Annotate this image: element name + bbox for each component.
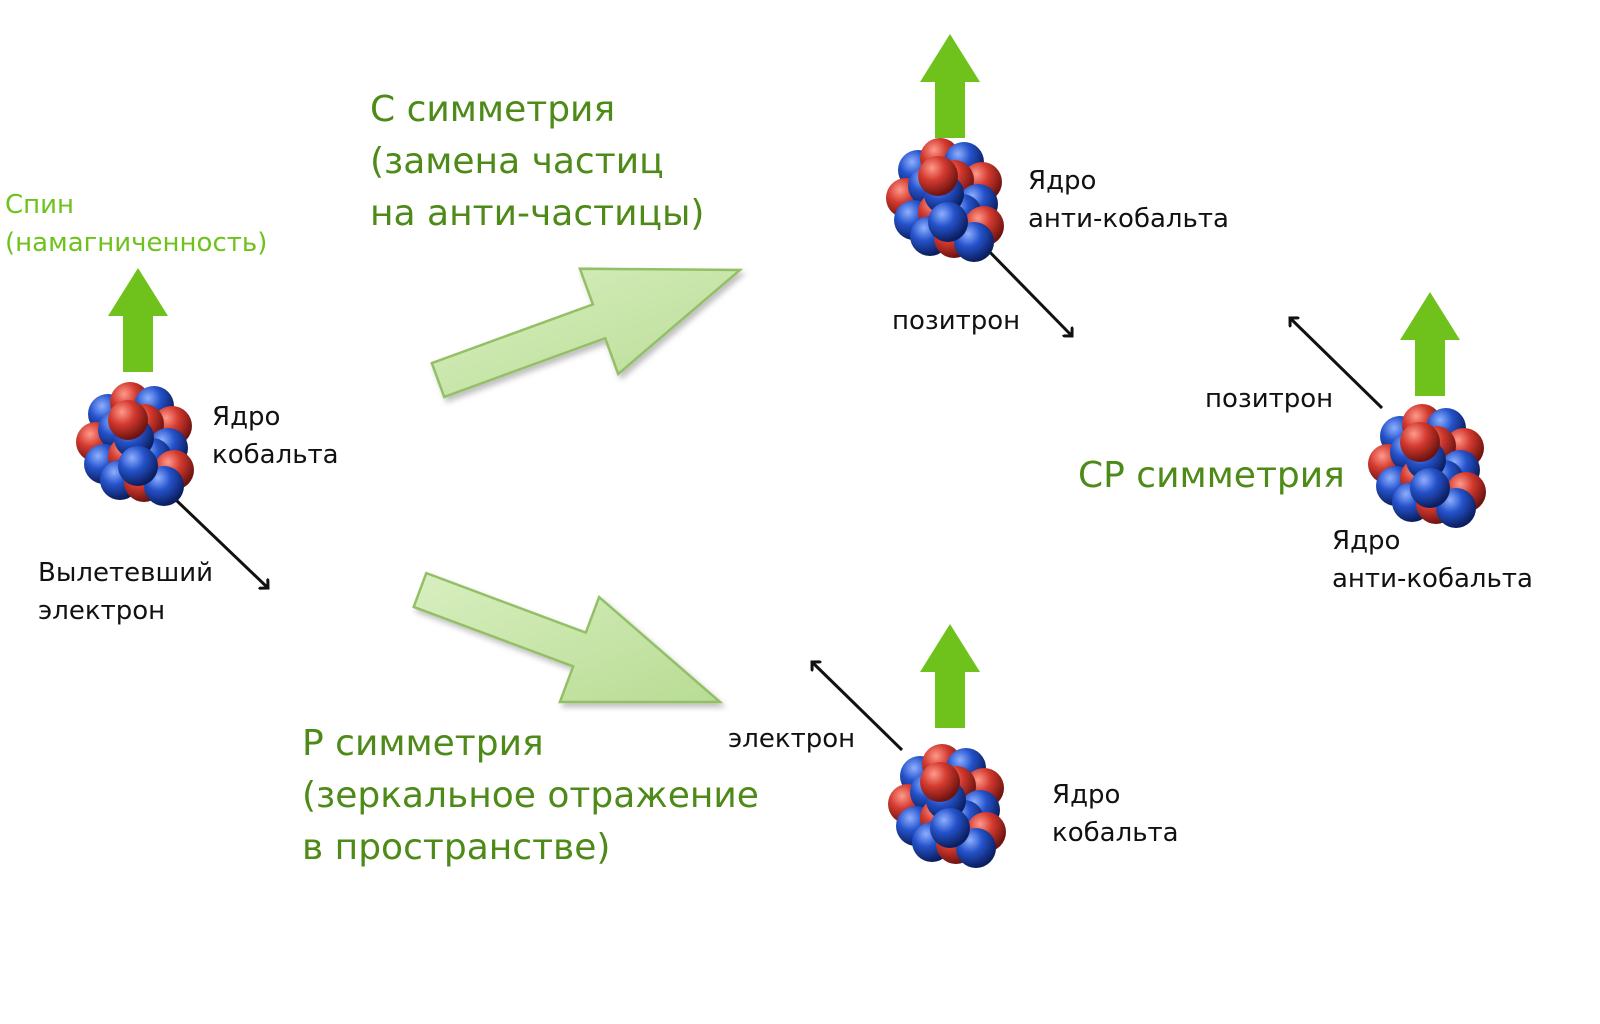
c-symmetry-label: С симметрия (замена частиц на анти-части… xyxy=(370,89,705,234)
proton-ball xyxy=(920,762,960,802)
nucleus-label-anticobalt-top: Ядро анти-кобальта xyxy=(1028,166,1229,234)
electron-emission-left-icon xyxy=(174,498,268,588)
nucleus-label-cobalt-left: Ядро кобальта xyxy=(212,402,339,470)
c-transformation-arrow-icon xyxy=(430,267,744,399)
positron-label-right: позитрон xyxy=(1205,384,1334,414)
neutron-ball xyxy=(928,202,968,242)
nucleus-anticobalt-right-nucleus-icon xyxy=(1368,404,1486,528)
p-transformation-arrow-icon xyxy=(412,571,724,704)
p-symmetry-label: Р симметрия (зеркальное отражение в прос… xyxy=(302,723,759,868)
neutron-ball xyxy=(930,808,970,848)
spin-label: Спин (намагниченность) xyxy=(5,190,268,258)
electron-emission-bottom-icon xyxy=(812,662,904,752)
nucleus-label-anticobalt-right: Ядро анти-кобальта xyxy=(1332,526,1533,594)
nucleus-anticobalt-top-nucleus-icon xyxy=(886,138,1004,262)
nucleus-cobalt-bottom-nucleus-icon xyxy=(888,744,1006,868)
cp-symmetry-label: СР симметрия xyxy=(1078,455,1345,496)
positron-emission-top-icon xyxy=(976,238,1072,336)
spin-arrow-icon-bottom xyxy=(920,624,980,728)
spin-arrow-icon-top xyxy=(920,34,980,138)
positron-emission-right-icon xyxy=(1290,318,1384,410)
proton-ball xyxy=(918,156,958,196)
proton-ball xyxy=(1400,422,1440,462)
proton-ball xyxy=(108,400,148,440)
neutron-ball xyxy=(118,446,158,486)
nucleus-label-cobalt-bottom: Ядро кобальта xyxy=(1052,780,1179,848)
spin-arrow-icon-left xyxy=(108,268,168,372)
electron-label-bottom: электрон xyxy=(728,724,856,754)
spin-arrow-icon-right xyxy=(1400,292,1460,396)
neutron-ball xyxy=(1410,468,1450,508)
nucleus-cobalt-left-nucleus-icon xyxy=(76,382,194,506)
electron-label-left: Вылетевший электрон xyxy=(38,558,214,626)
positron-label-top: позитрон xyxy=(892,306,1021,336)
